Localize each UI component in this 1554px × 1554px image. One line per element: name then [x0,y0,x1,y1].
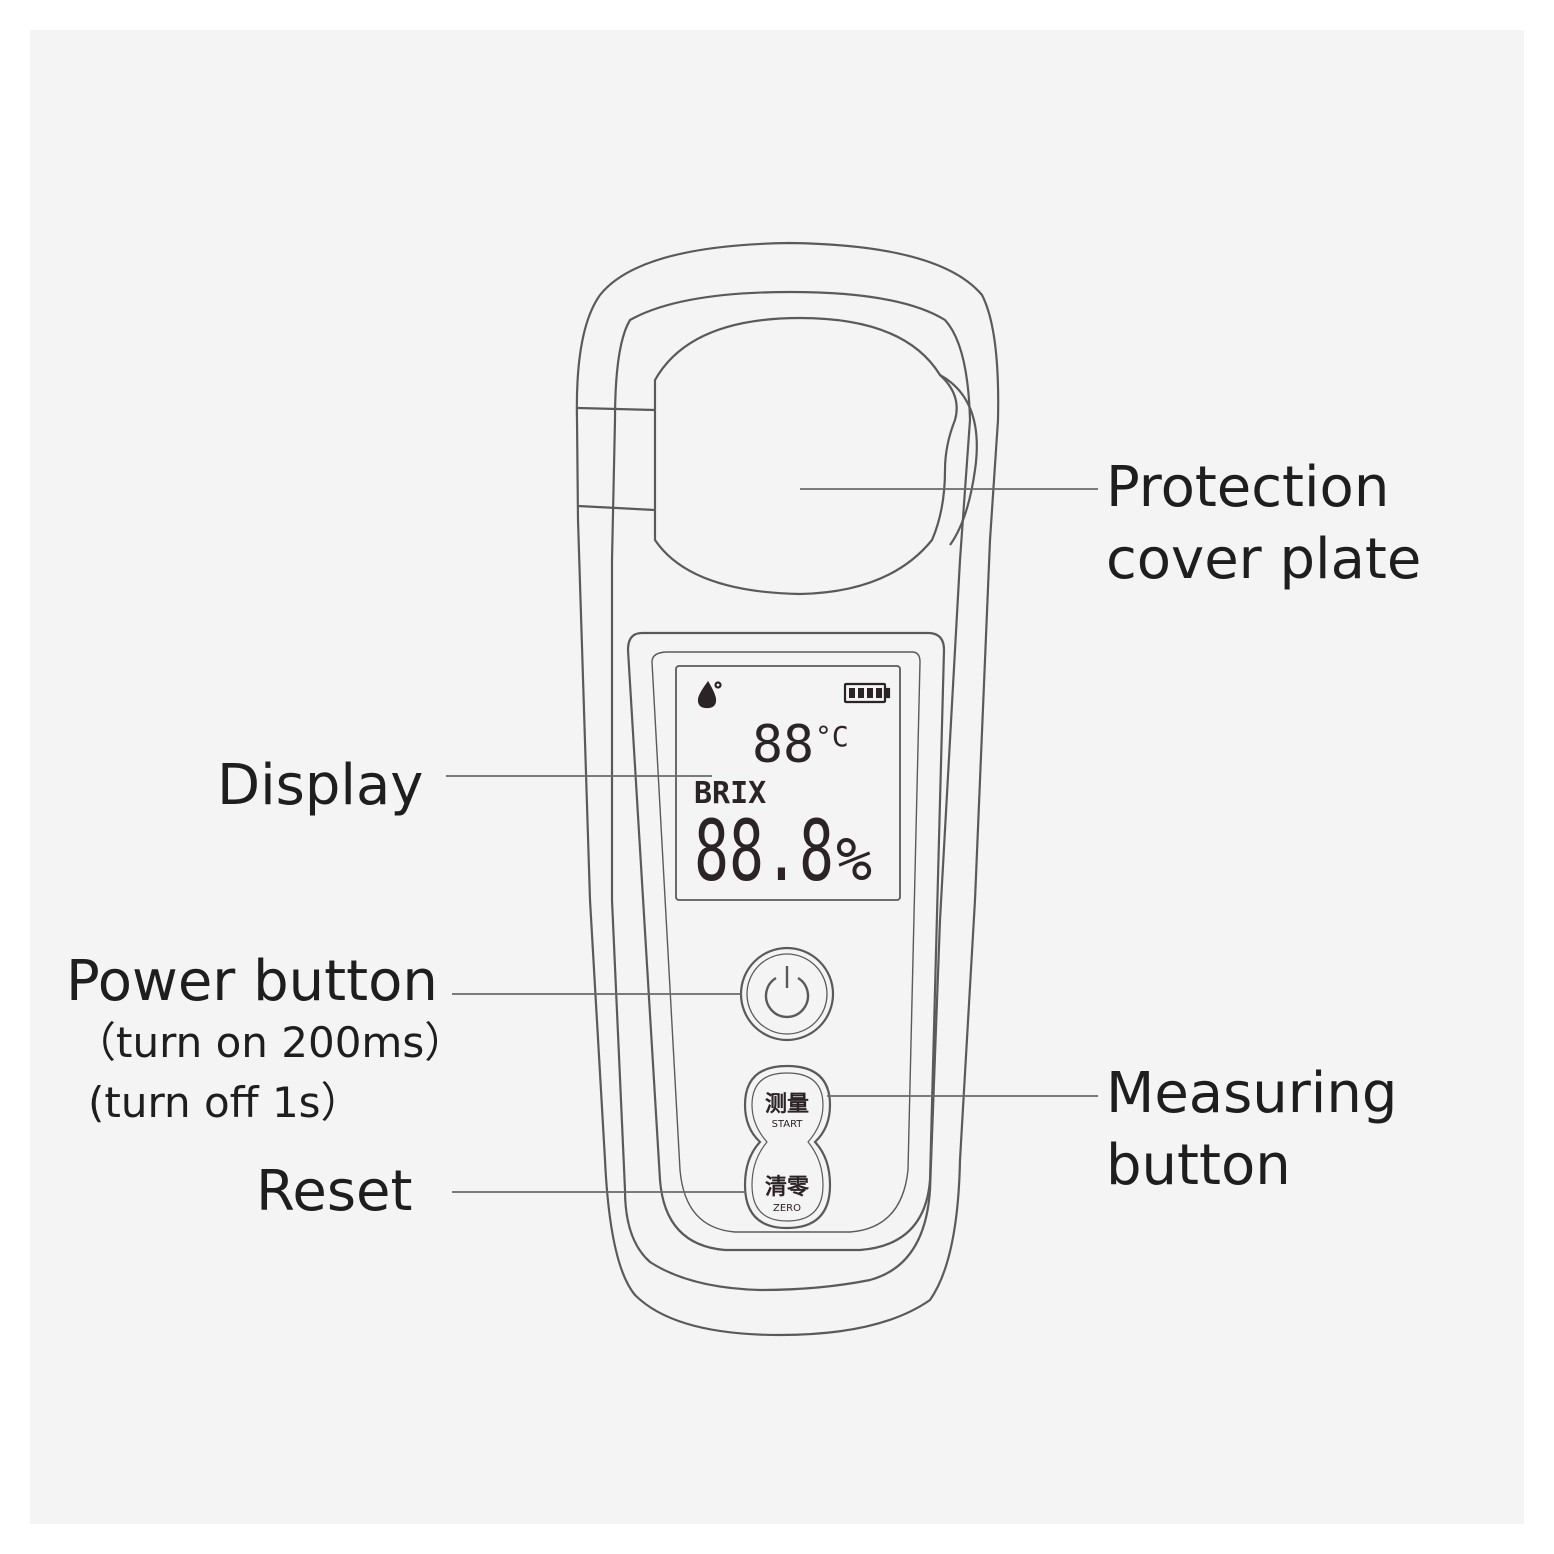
battery-icon [843,682,891,704]
power-button[interactable] [739,946,835,1042]
face-panel [626,631,946,1252]
label-display: Display [217,753,424,818]
lcd-reading-unit: % [836,825,872,895]
start-button[interactable]: 测量 START [765,1092,809,1130]
device-body-outline [575,241,1000,1337]
label-protection-cover-line1: Protection [1106,455,1390,520]
drop-icon [697,681,722,709]
label-measuring-button: Measuring button [1106,1058,1397,1202]
label-measuring-button-line2: button [1106,1133,1291,1198]
lcd-temperature-unit: °C [815,720,849,753]
zero-button[interactable]: 清零 ZERO [765,1174,810,1214]
zero-button-cn: 清零 [765,1174,810,1200]
lcd-screen [675,665,901,901]
protection-cover-plate [653,316,958,596]
label-protection-cover-line2: cover plate [1106,527,1422,592]
power-icon [764,966,810,1019]
label-measuring-button-line1: Measuring [1106,1061,1398,1126]
device-inner-rim [610,290,972,1292]
label-protection-cover: Protection cover plate [1106,452,1421,596]
background-panel [30,30,1524,1524]
button-capsule [743,1064,832,1230]
leader-lines [446,488,1098,1193]
lcd-reading: 88.8 [694,802,834,900]
label-reset: Reset [256,1159,413,1224]
face-panel-inner [651,651,921,1233]
label-power-button: Power button [66,949,438,1014]
start-button-cn: 测量 [765,1092,809,1117]
label-power-on-note: （turn on 200ms） [74,1018,467,1067]
zero-button-en: ZERO [773,1203,801,1214]
lcd-mode: BRIX [694,776,766,811]
start-button-en: START [772,1119,804,1130]
lcd-temperature: 88 [752,715,814,775]
label-power-off-note: (turn off 1s） [88,1078,363,1127]
